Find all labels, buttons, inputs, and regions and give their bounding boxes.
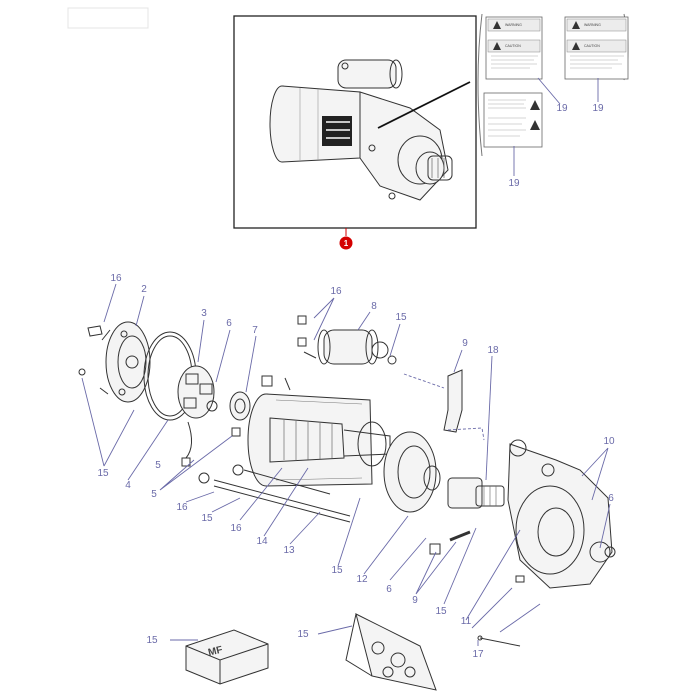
callout-4[interactable]: 4 — [125, 480, 131, 491]
callout-5[interactable]: 5 — [155, 460, 161, 471]
callout-15[interactable]: 15 — [395, 312, 407, 323]
callout-16[interactable]: 15 — [146, 635, 158, 646]
callout-10[interactable]: 10 — [603, 436, 615, 447]
callout-18[interactable]: 18 — [487, 345, 499, 356]
callout-19[interactable]: 19 — [508, 178, 520, 189]
callout-13[interactable]: 13 — [283, 545, 295, 556]
callout-5[interactable]: 5 — [151, 489, 157, 500]
callout-6[interactable]: 6 — [608, 493, 614, 504]
callout-15[interactable]: 15 — [297, 629, 309, 640]
assembled-starter-inset — [233, 15, 477, 229]
callout-16[interactable]: 16 — [176, 502, 188, 513]
callout-8[interactable]: 8 — [371, 301, 377, 312]
svg-text:1: 1 — [344, 239, 349, 248]
callout-15[interactable]: 15 — [331, 565, 343, 576]
callout-9[interactable]: 9 — [412, 595, 418, 606]
callout-1[interactable]: 1 — [339, 228, 353, 250]
watermark-box — [67, 7, 149, 29]
callout-12[interactable]: 12 — [356, 574, 368, 585]
warning-stickers: WARNING CAUTION WARNING CAUTION — [477, 13, 629, 157]
callout-15[interactable]: 15 — [97, 468, 109, 479]
callout-6[interactable]: 6 — [386, 584, 392, 595]
brush-kit-box: MF — [185, 629, 269, 685]
callout-2[interactable]: 2 — [141, 284, 147, 295]
callout-16[interactable]: 16 — [230, 523, 242, 534]
repair-kit-package — [345, 613, 437, 691]
svg-text:WARNING: WARNING — [505, 23, 522, 27]
callout-15[interactable]: 15 — [435, 606, 447, 617]
callout-14[interactable]: 14 — [256, 536, 268, 547]
callout-7[interactable]: 7 — [252, 325, 258, 336]
callout-3[interactable]: 3 — [201, 308, 207, 319]
svg-text:CAUTION: CAUTION — [584, 44, 600, 48]
svg-text:MF: MF — [207, 644, 224, 658]
callout-15[interactable]: 15 — [201, 513, 213, 524]
exploded-parts — [78, 315, 616, 647]
leaders-19 — [513, 77, 599, 176]
svg-text:WARNING: WARNING — [584, 23, 601, 27]
callout-16[interactable]: 16 — [110, 273, 122, 284]
callout-17[interactable]: 17 — [472, 649, 484, 660]
callout-labels: 16 2 3 6 7 16 8 15 9 18 10 6 15 4 5 16 1… — [97, 273, 615, 660]
callout-19[interactable]: 19 — [592, 103, 604, 114]
callout-16[interactable]: 16 — [330, 286, 342, 297]
callout-6[interactable]: 6 — [226, 318, 232, 329]
callout-11[interactable]: 11 — [461, 616, 472, 627]
callout-9[interactable]: 9 — [462, 338, 468, 349]
svg-text:CAUTION: CAUTION — [505, 44, 521, 48]
leader-lines — [81, 283, 611, 646]
callout-19[interactable]: 19 — [556, 103, 568, 114]
